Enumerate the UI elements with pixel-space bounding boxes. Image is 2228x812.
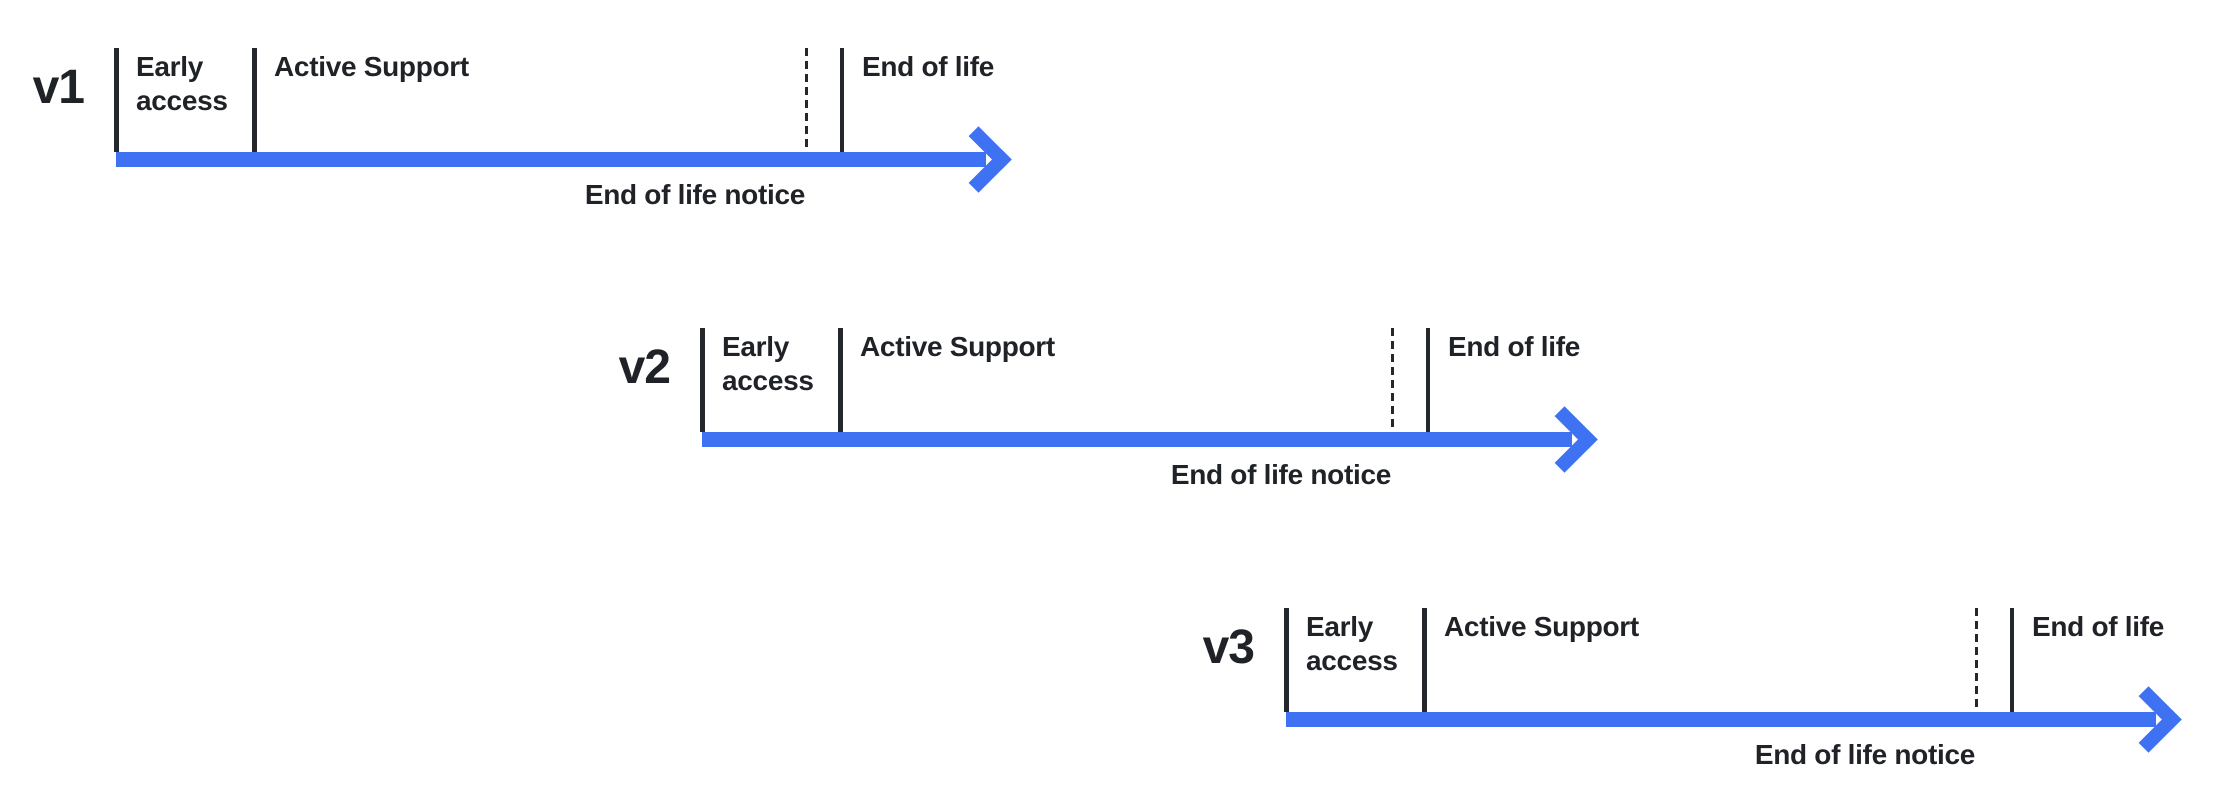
timeline-arrow-bar — [702, 432, 1572, 447]
early-access-start-tick — [114, 48, 119, 152]
version-label: v2 — [618, 341, 671, 394]
active-support-label: Active Support — [274, 51, 469, 82]
end-of-life-notice-label: End of life notice — [1170, 459, 1391, 490]
end-of-life-notice-label: End of life notice — [584, 179, 805, 210]
end-of-life-label: End of life — [1448, 331, 1581, 362]
timeline-arrow-head-icon — [1531, 406, 1598, 473]
end-of-life-tick — [2010, 608, 2014, 712]
end-of-life-label: End of life — [862, 51, 995, 82]
timeline-v3: v3 Early access Active Support End of li… — [1203, 608, 2228, 783]
end-of-life-tick — [1426, 328, 1430, 432]
timeline-arrow-bar — [116, 152, 986, 167]
version-label: v1 — [32, 61, 85, 114]
end-of-life-tick — [840, 48, 844, 152]
end-of-life-notice-dashed-line — [805, 48, 808, 152]
active-support-label: Active Support — [1444, 611, 1639, 642]
early-access-start-tick — [1284, 608, 1289, 712]
timeline-arrow-head-icon — [2115, 686, 2182, 753]
active-support-label: Active Support — [860, 331, 1055, 362]
end-of-life-label: End of life — [2032, 611, 2165, 642]
active-support-start-tick — [838, 328, 843, 432]
early-access-label: Early access — [722, 331, 814, 396]
timeline-v1: v1 Early access Active Support End of li… — [33, 48, 1066, 223]
end-of-life-notice-dashed-line — [1975, 608, 1978, 712]
end-of-life-notice-dashed-line — [1391, 328, 1394, 432]
timeline-arrow-bar — [1286, 712, 2156, 727]
timeline-v2: v2 Early access Active Support End of li… — [619, 328, 1652, 503]
early-access-start-tick — [700, 328, 705, 432]
end-of-life-notice-label: End of life notice — [1754, 739, 1975, 770]
active-support-start-tick — [1422, 608, 1427, 712]
early-access-label: Early access — [136, 51, 228, 116]
timeline-arrow-head-icon — [945, 126, 1012, 193]
early-access-label: Early access — [1306, 611, 1398, 676]
version-label: v3 — [1202, 621, 1255, 674]
active-support-start-tick — [252, 48, 257, 152]
